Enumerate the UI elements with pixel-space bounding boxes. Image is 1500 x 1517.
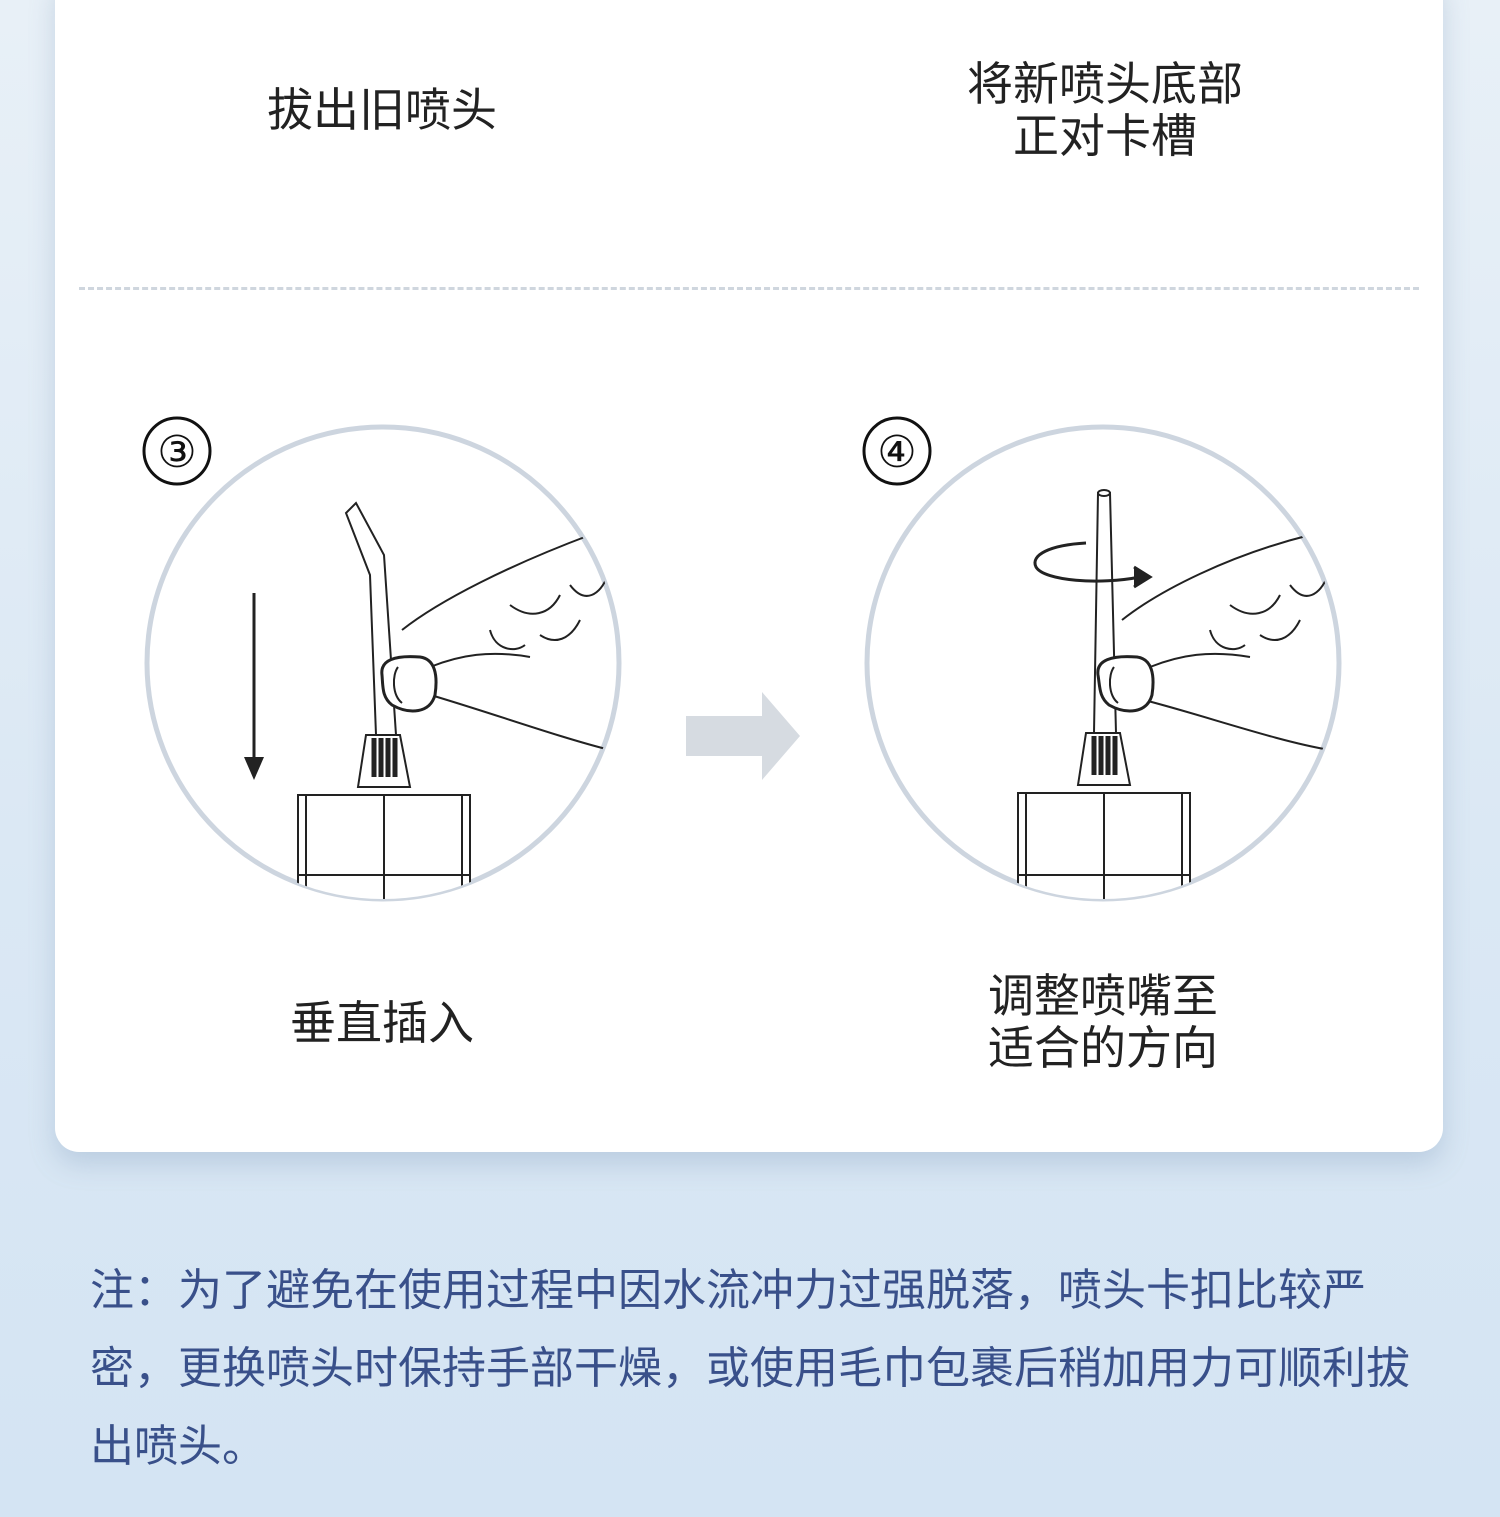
step4-illustration: ④ xyxy=(862,416,1342,902)
step2-caption: 将新喷头底部 正对卡槽 xyxy=(967,57,1243,163)
down-arrow-icon xyxy=(244,593,264,780)
step3-illustration: ③ xyxy=(142,416,622,902)
rotate-arrow-icon xyxy=(1033,541,1153,589)
step3-caption: 垂直插入 xyxy=(290,996,474,1050)
step1-caption: 拔出旧喷头 xyxy=(267,83,497,137)
dashed-divider xyxy=(79,287,1419,290)
step3-number: ③ xyxy=(157,427,196,478)
step4-caption: 调整喷嘴至 适合的方向 xyxy=(988,969,1218,1075)
step4-number: ④ xyxy=(877,427,916,478)
right-arrow-icon xyxy=(686,692,800,780)
note-text: 注：为了避免在使用过程中因水流冲力过强脱落，喷头卡扣比较严密，更换喷头时保持手部… xyxy=(90,1265,1410,1472)
